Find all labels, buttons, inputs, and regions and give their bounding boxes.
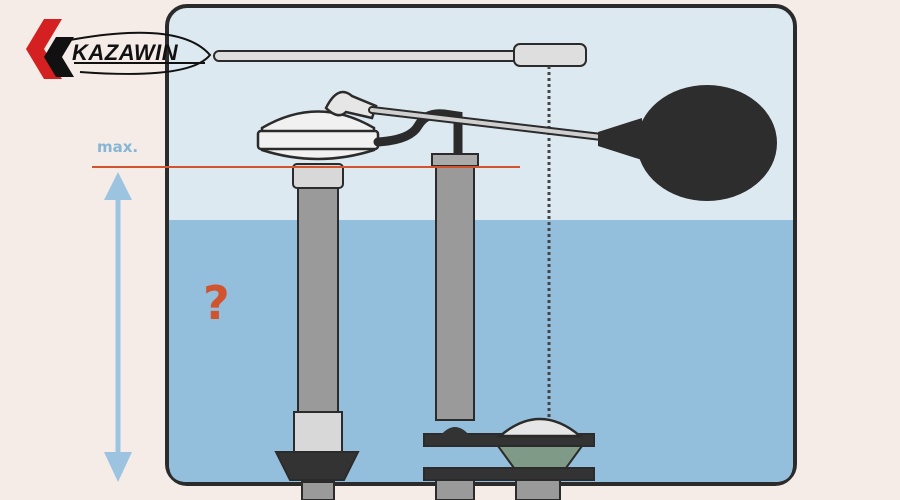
- fill-valve-column: [297, 169, 339, 421]
- float-ball: [637, 85, 777, 201]
- overflow-tube-cap: [440, 427, 470, 436]
- fill-valve-pipe-outlet: [301, 481, 335, 500]
- brand-logo-text: KAZAWIN: [72, 40, 179, 65]
- flapper-seal: [496, 445, 584, 469]
- brand-logo-mark: [26, 19, 212, 79]
- question-mark: ?: [203, 276, 230, 330]
- refill-tube: [373, 109, 463, 163]
- flush-valve-bottom-plate: [423, 467, 595, 481]
- overflow-tube: [435, 157, 475, 421]
- float-ball-neck: [598, 118, 642, 160]
- flapper-dome: [496, 417, 584, 438]
- fill-valve-collar: [292, 163, 344, 189]
- flush-lever-handle: [513, 43, 587, 67]
- float-arm-inner: [370, 108, 612, 140]
- flush-lever-arm: [213, 50, 525, 62]
- level-arrow-down-head: [104, 452, 132, 482]
- fill-valve-base: [274, 451, 360, 481]
- max-level-label: max.: [97, 138, 139, 156]
- flush-valve-outlet: [515, 479, 561, 500]
- overflow-tube-outlet: [435, 479, 475, 500]
- fill-valve-cap: [256, 129, 380, 151]
- overflow-tube-rim: [431, 153, 479, 167]
- fill-valve-lower-sleeve: [293, 411, 343, 455]
- level-arrow-up-head: [104, 172, 132, 200]
